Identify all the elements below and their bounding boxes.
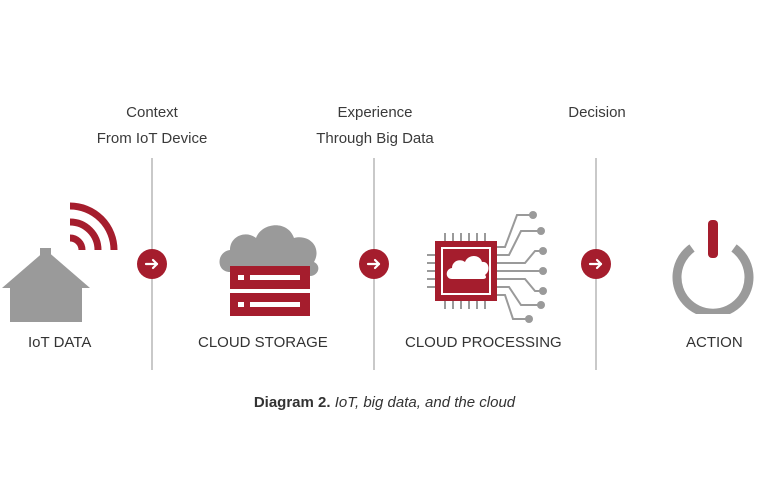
label-decision-line1: Decision bbox=[568, 104, 626, 121]
step-label-action: ACTION bbox=[686, 334, 743, 351]
label-experience-line1: Experience bbox=[337, 104, 413, 121]
arrow-right-icon bbox=[581, 249, 611, 279]
step-label-cloud-storage: CLOUD STORAGE bbox=[198, 334, 328, 351]
label-context-line2: From IoT Device bbox=[96, 130, 208, 147]
step-label-iot-data: IoT DATA bbox=[28, 334, 92, 351]
cloud-server-icon bbox=[219, 225, 319, 316]
label-context-line1: Context bbox=[126, 104, 178, 121]
power-icon bbox=[672, 220, 754, 314]
arrow-right-icon bbox=[359, 249, 389, 279]
arrow-right-icon bbox=[137, 249, 167, 279]
cloud-chip-icon bbox=[427, 211, 547, 323]
label-experience: Experience Through Big Data bbox=[285, 100, 465, 152]
figure-caption: Diagram 2. IoT, big data, and the cloud bbox=[0, 394, 769, 411]
label-decision: Decision bbox=[507, 100, 687, 126]
caption-title: Diagram 2. bbox=[253, 394, 331, 411]
house-wifi-icon bbox=[2, 202, 118, 322]
label-experience-line2: Through Big Data bbox=[316, 130, 434, 147]
step-label-cloud-processing: CLOUD PROCESSING bbox=[405, 334, 562, 351]
caption-text: IoT, big data, and the cloud bbox=[330, 394, 516, 411]
label-context: Context From IoT Device bbox=[62, 100, 242, 152]
